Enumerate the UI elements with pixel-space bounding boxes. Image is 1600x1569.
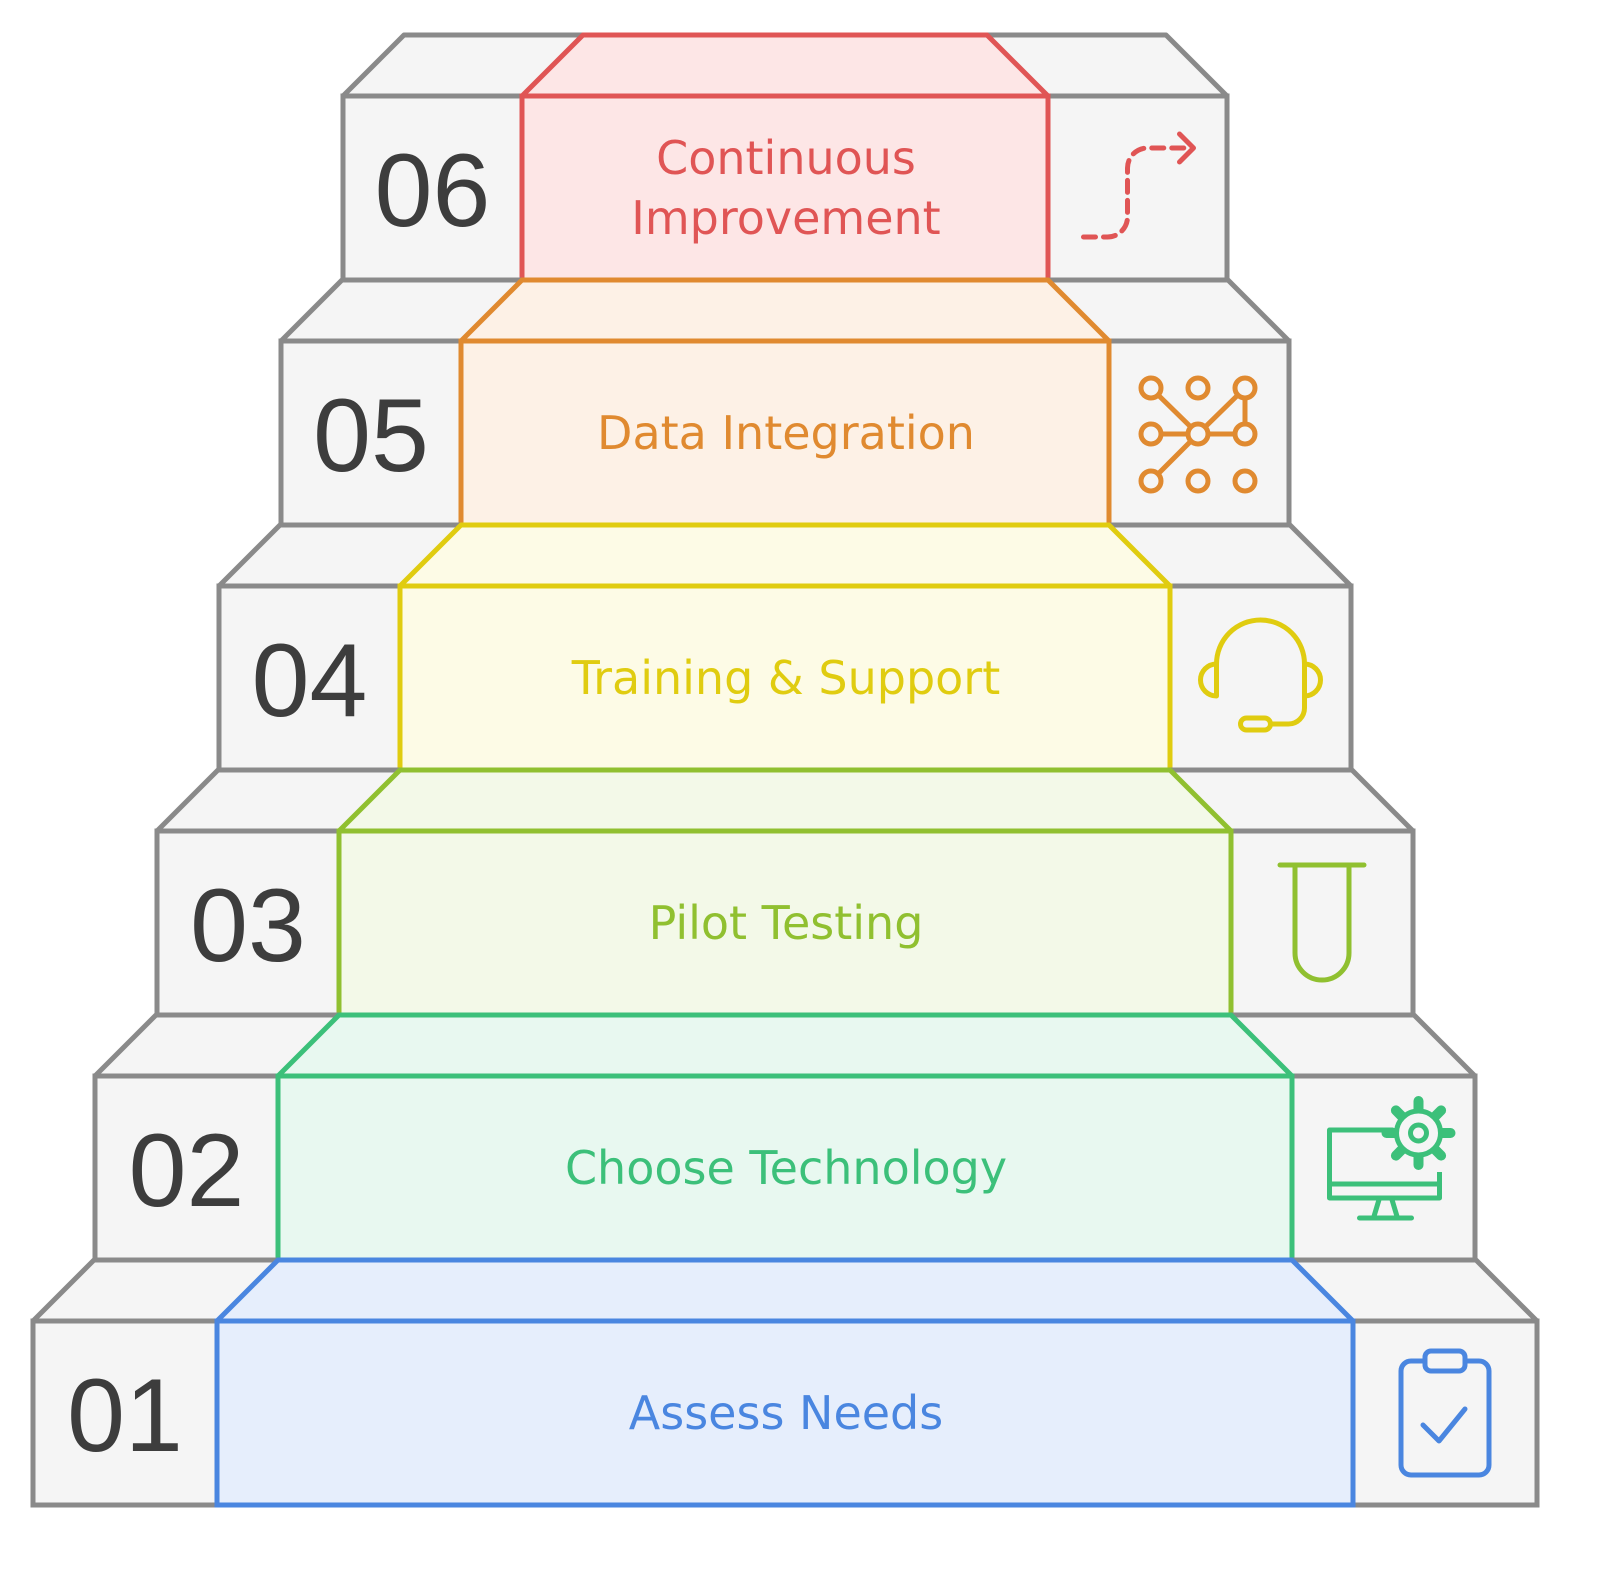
step-02: 02 Choose Technology <box>92 1012 1478 1263</box>
step-label-line: Choose Technology <box>565 1141 1007 1195</box>
step-number: 01 <box>67 1358 183 1474</box>
step-number: 03 <box>190 868 306 984</box>
step-number: 04 <box>252 623 368 739</box>
monitor-gear-icon <box>1327 1096 1456 1221</box>
step-03: 03 Pilot Testing <box>154 767 1416 1018</box>
step-panel <box>214 1318 1356 1508</box>
step-label-line: Improvement <box>631 191 940 245</box>
step-01: 01 Assess Needs <box>30 1257 1540 1508</box>
headset-icon <box>1198 617 1323 733</box>
step-label-line: Pilot Testing <box>649 896 924 950</box>
step-number: 02 <box>129 1113 245 1229</box>
step-label: Training & Support <box>571 651 1000 705</box>
step-number: 06 <box>375 133 491 249</box>
step-label: Data Integration <box>597 406 975 460</box>
step-panel <box>336 828 1234 1018</box>
network-nodes-icon <box>1138 375 1258 494</box>
step-label-line: Assess Needs <box>629 1386 943 1440</box>
step-label: Choose Technology <box>565 1141 1007 1195</box>
step-panel <box>397 583 1173 773</box>
step-label-line: Continuous <box>656 131 916 185</box>
test-tube-icon <box>1277 862 1367 983</box>
step-tread-top <box>519 32 1051 99</box>
step-04: 04 Training & Support <box>216 522 1354 773</box>
clipboard-check-icon <box>1398 1348 1492 1478</box>
step-panel <box>275 1073 1295 1263</box>
step-tread-top <box>275 1012 1295 1079</box>
step-tread-top <box>458 277 1112 344</box>
dashed-arrow-path-icon <box>1081 131 1196 240</box>
step-label-line: Training & Support <box>571 651 1000 705</box>
step-05: 05 Data Integration <box>278 277 1292 528</box>
step-tread-top <box>397 522 1173 589</box>
step-tread-top <box>214 1257 1356 1324</box>
step-label: Assess Needs <box>629 1386 943 1440</box>
step-tread-top <box>336 767 1234 834</box>
step-panel <box>519 93 1051 283</box>
step-label-line: Data Integration <box>597 406 975 460</box>
step-number: 05 <box>313 378 429 494</box>
step-label: Pilot Testing <box>649 896 924 950</box>
